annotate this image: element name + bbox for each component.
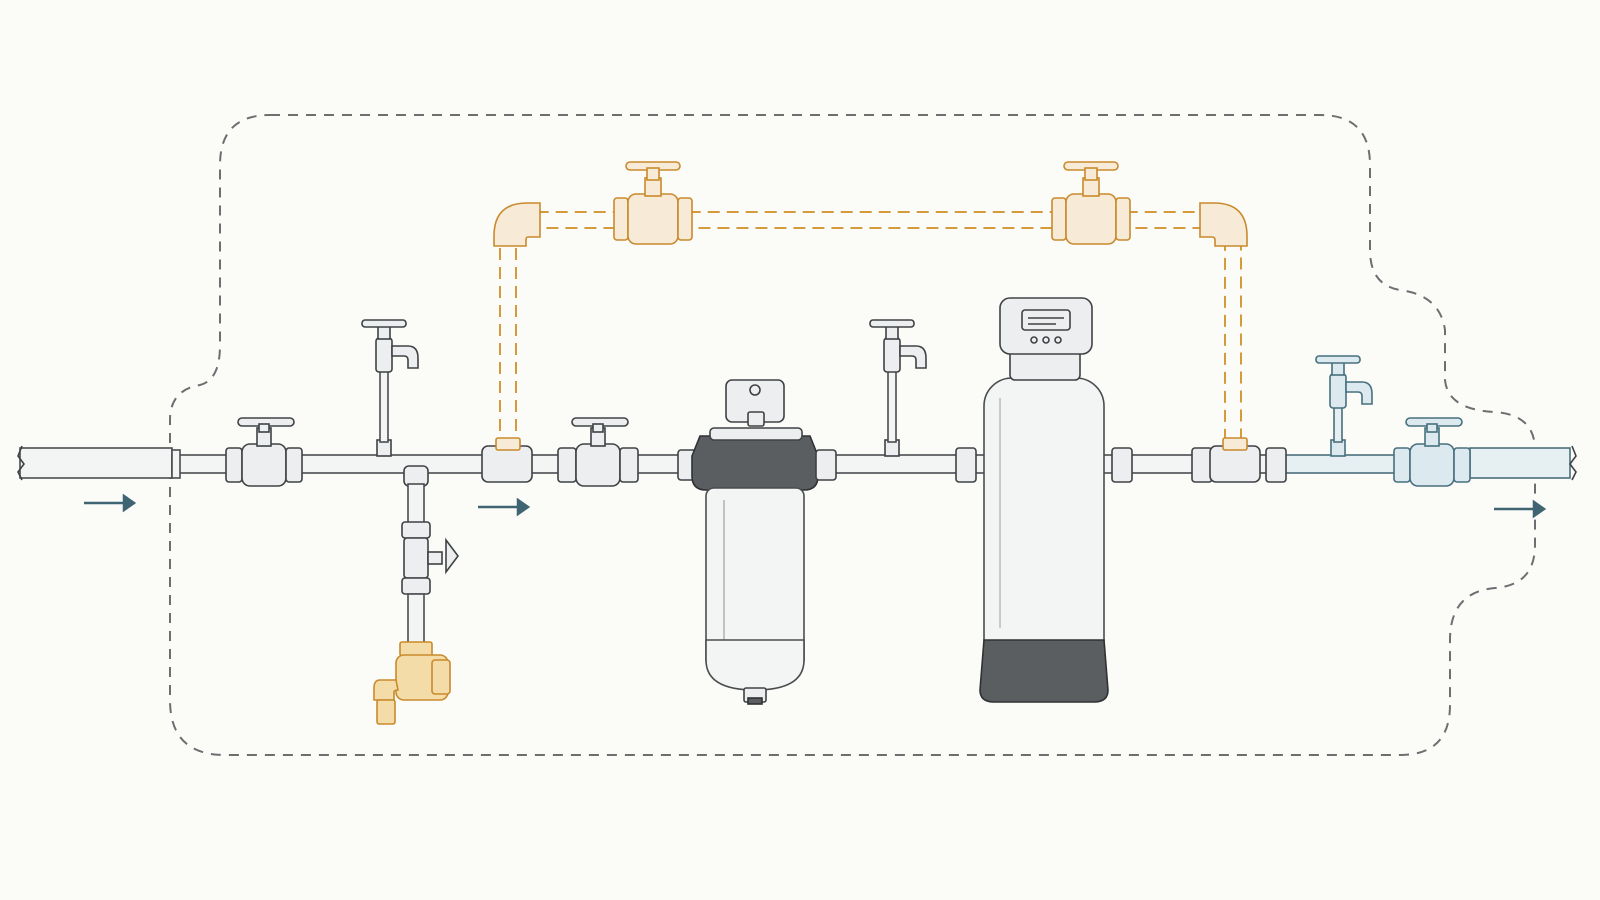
union-fitting-6 <box>1265 447 1287 483</box>
bypass-tee-inlet <box>481 437 533 483</box>
main-shutoff-valve[interactable] <box>225 417 303 487</box>
control-button <box>1042 336 1050 344</box>
bypass-loop <box>493 161 1248 450</box>
pre-sample-tap[interactable] <box>361 319 419 457</box>
outlet-pipe <box>1469 447 1571 479</box>
softener-tank <box>983 377 1105 669</box>
union-fitting-3 <box>955 447 977 483</box>
supply-pipe <box>19 447 173 479</box>
display-screen <box>1021 309 1071 331</box>
bypass-valve-2[interactable] <box>1051 161 1131 245</box>
bypass-valve-1[interactable] <box>613 161 693 245</box>
sediment-filter <box>691 379 819 705</box>
control-button <box>1054 336 1062 344</box>
hose-bib-drain[interactable] <box>373 465 459 725</box>
softener-base <box>979 639 1109 703</box>
pipe-break-right <box>1569 445 1577 481</box>
treated-sample-tap[interactable] <box>1315 355 1373 457</box>
union-fitting-4 <box>1111 447 1133 483</box>
outlet-shutoff-valve[interactable] <box>1393 417 1471 487</box>
isolation-valve-inlet[interactable] <box>557 417 639 487</box>
pipe-break-left <box>17 445 25 481</box>
treatment-boundary <box>169 114 1536 756</box>
water-softener <box>979 297 1109 703</box>
flow-arrow-inlet <box>84 493 137 513</box>
flow-arrow-outlet <box>1494 499 1547 519</box>
control-button <box>1030 336 1038 344</box>
reducer <box>171 449 181 479</box>
union-fitting-2 <box>815 449 837 481</box>
union-fitting-5 <box>1191 447 1213 483</box>
mid-sample-tap[interactable] <box>869 319 927 457</box>
bypass-elbow-left <box>493 202 541 247</box>
flow-arrow-middle <box>478 497 531 517</box>
bypass-elbow-right <box>1199 202 1248 247</box>
bypass-tee-outlet <box>1209 437 1261 483</box>
